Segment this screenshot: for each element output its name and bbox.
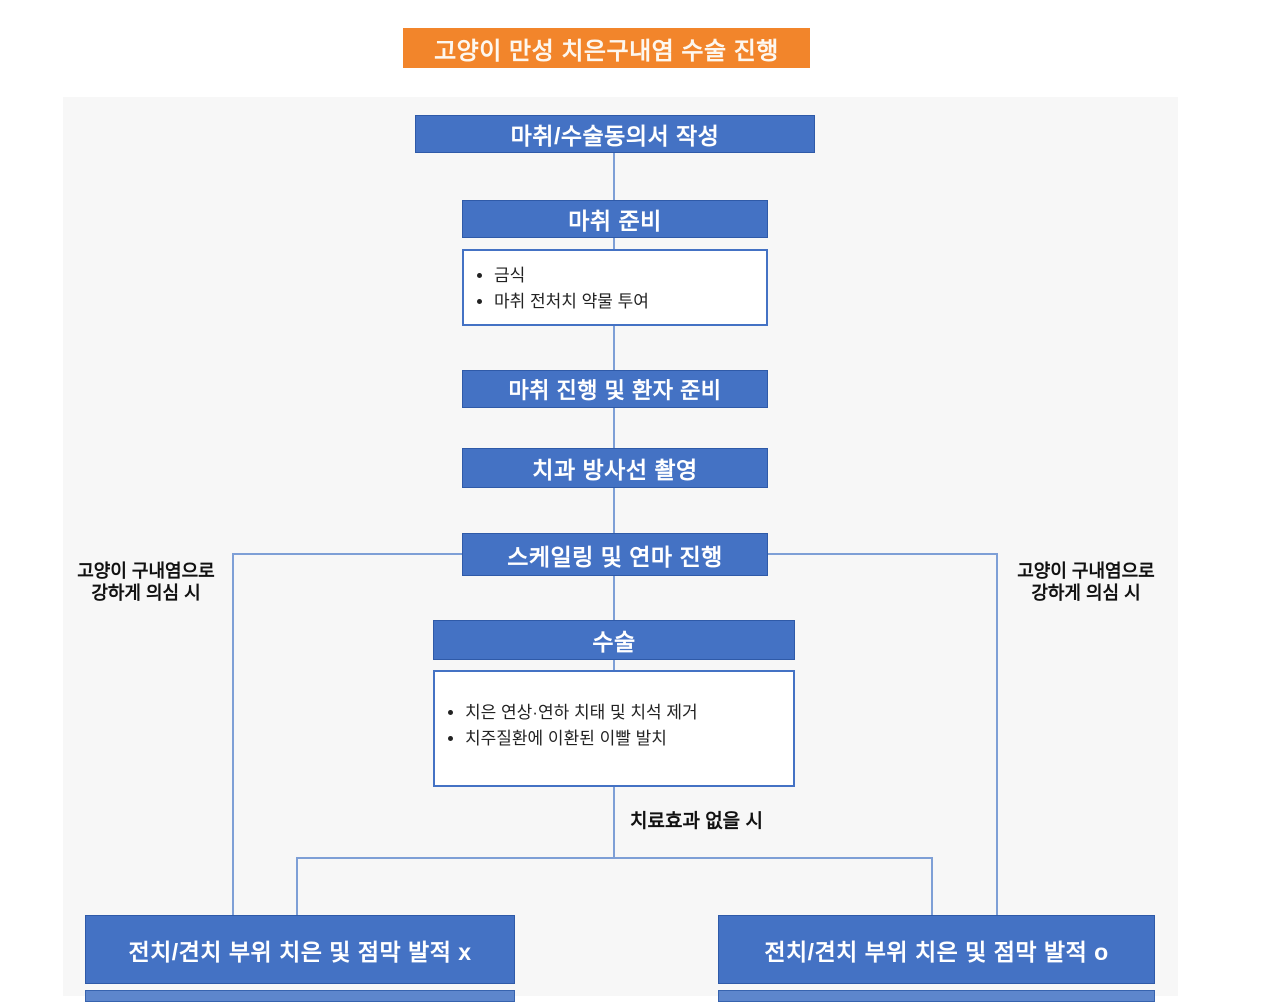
- connector-branch-left-drop: [296, 857, 298, 915]
- surgery-item: 치주질환에 이환된 이빨 발치: [465, 726, 793, 752]
- connector-side-left-horizontal: [233, 553, 462, 555]
- connector-details-branch: [613, 787, 615, 858]
- label-suspect-line2: 강하게 의심 시: [91, 583, 201, 603]
- connector-step5-step6: [613, 576, 615, 620]
- connector-branch-horizontal: [296, 857, 933, 859]
- surgery-item: 치은 연상·연하 치태 및 치석 제거: [465, 700, 793, 726]
- connector-side-right-vertical: [996, 553, 998, 915]
- node-surgery: 수술: [433, 620, 795, 660]
- connector-step4-step5: [613, 488, 615, 533]
- label-no-treatment-effect: 치료효과 없을 시: [630, 811, 763, 832]
- detail-box-surgery: 치은 연상·연하 치태 및 치석 제거 치주질환에 이환된 이빨 발치: [433, 670, 795, 787]
- node-consent-form: 마취/수술동의서 작성: [415, 115, 815, 153]
- node-result-redness-present: 전치/견치 부위 치은 및 점막 발적 o: [718, 915, 1155, 984]
- connector-step6-details: [613, 660, 615, 670]
- label-suspect-stomatitis-left: 고양이 구내염으로 강하게 의심 시: [58, 560, 234, 604]
- label-suspect-line2: 강하게 의심 시: [1031, 583, 1141, 603]
- connector-step1-step2: [613, 153, 615, 200]
- next-step-box-left-cutoff: [85, 990, 515, 1002]
- connector-step2-details: [613, 238, 615, 250]
- anesthesia-prep-item: 금식: [494, 263, 766, 289]
- connector-branch-right-drop: [931, 857, 933, 915]
- detail-box-anesthesia-prep: 금식 마취 전처치 약물 투여: [462, 249, 768, 326]
- diagram-title: 고양이 만성 치은구내염 수술 진행: [403, 28, 810, 68]
- label-suspect-stomatitis-right: 고양이 구내염으로 강하게 의심 시: [998, 560, 1174, 604]
- node-result-redness-absent: 전치/견치 부위 치은 및 점막 발적 x: [85, 915, 515, 984]
- next-step-box-right-cutoff: [718, 990, 1155, 1002]
- label-suspect-line1: 고양이 구내염으로: [1017, 561, 1155, 581]
- node-dental-xray: 치과 방사선 촬영: [462, 448, 768, 488]
- connector-side-left-vertical: [232, 553, 234, 915]
- label-suspect-line1: 고양이 구내염으로: [77, 561, 215, 581]
- anesthesia-prep-item: 마취 전처치 약물 투여: [494, 289, 766, 315]
- connector-side-right-horizontal: [768, 553, 997, 555]
- node-anesthesia-patient-prep: 마취 진행 및 환자 준비: [462, 370, 768, 408]
- node-anesthesia-prep: 마취 준비: [462, 200, 768, 238]
- connector-details-step3: [613, 326, 615, 370]
- node-scaling-polishing: 스케일링 및 연마 진행: [462, 533, 768, 576]
- connector-step3-step4: [613, 408, 615, 448]
